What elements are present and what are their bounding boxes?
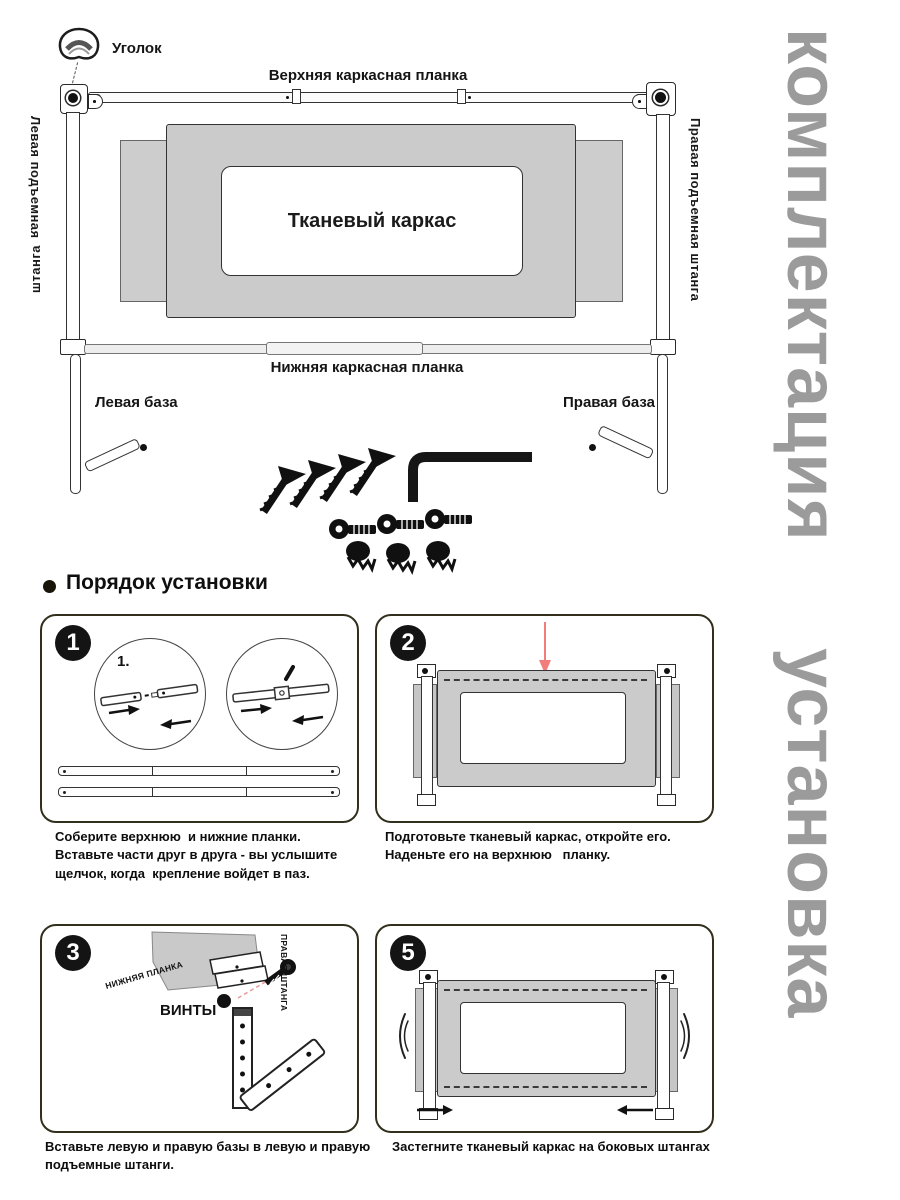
arrow-right-icon [417, 1105, 453, 1115]
right-corner-block [646, 82, 676, 116]
watermark-ustanovka: установка [772, 648, 852, 1019]
red-down-arrow-icon [539, 622, 551, 674]
left-rod-bottom-cap [417, 794, 436, 806]
assembled-plank [58, 787, 340, 797]
left-base-foot [83, 438, 141, 473]
joint-dot [468, 95, 471, 99]
fabric-bottom-seam [444, 1086, 647, 1088]
left-foot-screw [140, 444, 147, 451]
step-3-badge: 3 [55, 935, 91, 971]
bottom-plank-middle-section [266, 342, 423, 355]
step-3-caption: Вставьте левую и правую базы в левую и п… [45, 1139, 371, 1173]
joint-dot [286, 95, 289, 99]
top-plank [88, 89, 650, 104]
left-side-rod [421, 676, 433, 796]
step-box-4: 5 [375, 924, 714, 1133]
left-pole-label: Левая подъемная штанга [28, 116, 43, 331]
left-pole-label-part1: Левая подъемная [28, 116, 43, 239]
right-base-foot [597, 425, 655, 460]
base-insert-diagram [151, 931, 326, 1111]
corner-label: Уголок [112, 40, 162, 57]
left-base-rod [70, 354, 81, 494]
right-side-rod [657, 982, 670, 1110]
vibration-arcs-right [680, 1013, 690, 1059]
fabric-right-tab [574, 140, 623, 302]
right-foot-screw [589, 444, 596, 451]
right-bottom-bracket [650, 339, 676, 355]
left-base-label: Левая база [95, 394, 178, 411]
fabric-window-small [460, 1002, 626, 1074]
inset-number: 1. [117, 653, 130, 670]
installation-heading: Порядок установки [66, 571, 268, 594]
left-bottom-bracket [60, 339, 86, 355]
right-pole-label: Правая подъемная штанга [688, 118, 703, 302]
heading-bullet [43, 580, 56, 593]
left-pole-label-part2: штанга [28, 244, 43, 293]
step-box-3: 3 НИЖНЯЯ ПЛАНКА ПРАВАЯ ШТАНГА ВИНТЫ [40, 924, 359, 1133]
step-box-2: 2 [375, 614, 714, 823]
assembled-plank [58, 766, 340, 776]
bolts-icon [328, 508, 473, 540]
left-corner-block [60, 84, 88, 114]
watermark-komplektacija: комплектация [772, 28, 852, 542]
left-lifting-pole [66, 112, 80, 342]
fabric-frame-label: Тканевый каркас [287, 209, 457, 232]
right-corner-latch [632, 94, 647, 109]
step-1-detail-circle-a: 1. [94, 638, 206, 750]
right-side-rod [660, 676, 672, 796]
step-4-caption: Застегните тканевый каркас на боковых шт… [392, 1139, 710, 1154]
right-lifting-pole [656, 114, 670, 342]
step-4-badge: 5 [390, 935, 426, 971]
fabric-window-small [460, 692, 626, 764]
step-2-caption: Подготовьте тканевый каркас, откройте ег… [385, 829, 671, 863]
arrow-left-icon [617, 1105, 653, 1115]
screws-callout: ВИНТЫ [160, 1002, 217, 1019]
vibration-arcs-left [399, 1013, 409, 1059]
plank-joint [457, 89, 466, 104]
allen-key-icon [408, 452, 532, 502]
right-rod-callout: ПРАВАЯ ШТАНГА [279, 934, 289, 1012]
bottom-plank-label: Нижняя каркасная планка [270, 359, 464, 376]
step-1-detail-circle-b [226, 638, 338, 750]
step-2-badge: 2 [390, 625, 426, 661]
step-1-caption: Соберите верхнюю и нижние планки. Вставь… [55, 829, 338, 881]
right-base-label: Правая база [563, 394, 655, 411]
corner-piece-icon [58, 27, 100, 60]
plank-joined-diagram [232, 665, 330, 725]
small-screws-icon [344, 540, 457, 573]
fabric-window: Тканевый каркас [221, 166, 523, 276]
fabric-top-seam [444, 989, 647, 991]
right-base-rod [657, 354, 668, 494]
plank-insert-diagram [100, 683, 199, 729]
top-plank-label: Верхняя каркасная планка [268, 67, 468, 84]
left-corner-latch [88, 94, 103, 109]
right-rod-bottom-cap [655, 1108, 674, 1120]
left-side-rod [423, 982, 436, 1110]
right-rod-bottom-cap [657, 794, 676, 806]
fabric-top-seam [444, 679, 647, 681]
step-box-1: 1 1. [40, 614, 359, 823]
step-1-badge: 1 [55, 625, 91, 661]
plank-joint [292, 89, 301, 104]
fabric-left-tab [120, 140, 169, 302]
